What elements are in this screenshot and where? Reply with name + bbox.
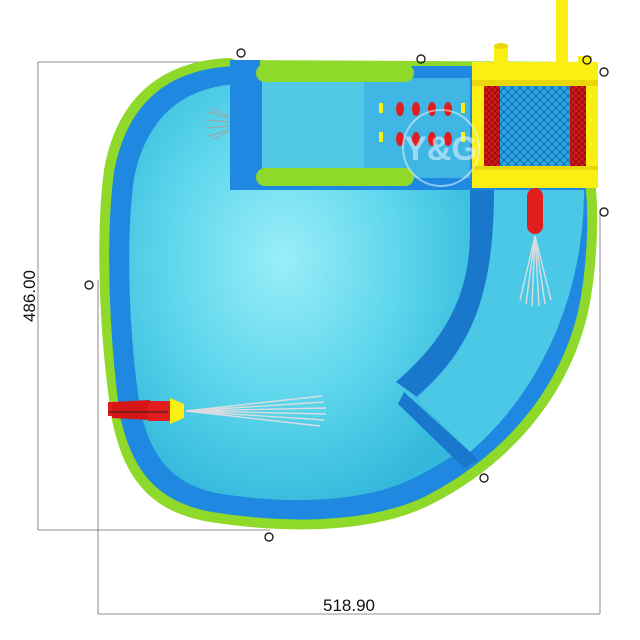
left-cannon-spray (185, 395, 327, 427)
climbing-holds (379, 102, 465, 146)
height-dimension-label: 486.00 (20, 270, 39, 322)
tower-post-left (494, 46, 508, 64)
channel-water (416, 190, 584, 452)
tower-yellow-stripe (472, 80, 598, 86)
green-tube-bottom (256, 168, 414, 186)
climb-wall-panel (262, 78, 370, 178)
tower-yellow-stripe-low (472, 166, 598, 170)
tower-net (498, 86, 572, 166)
green-tube-top (256, 64, 414, 82)
watermark-text: Y&G (404, 130, 478, 168)
right-cannon (527, 188, 543, 234)
right-cannon-spray (519, 235, 552, 307)
left-cannon (108, 398, 184, 424)
climb-wall-frame (230, 60, 260, 190)
watermark: Y&G (402, 109, 480, 187)
anchor-rings (84, 48, 609, 542)
tower-red-post-left (484, 86, 500, 166)
climb-face (364, 78, 470, 178)
dimension-lines (37, 61, 601, 615)
tower-pole (556, 0, 568, 64)
width-dimension-label: 518.90 (323, 596, 375, 615)
channel-inner-wall (396, 190, 494, 396)
pool-water (129, 84, 472, 501)
channel-divider (398, 392, 478, 468)
tower-red-post-right (570, 86, 586, 166)
wall-sprinkler (205, 107, 231, 141)
tower-post-right (578, 56, 592, 66)
